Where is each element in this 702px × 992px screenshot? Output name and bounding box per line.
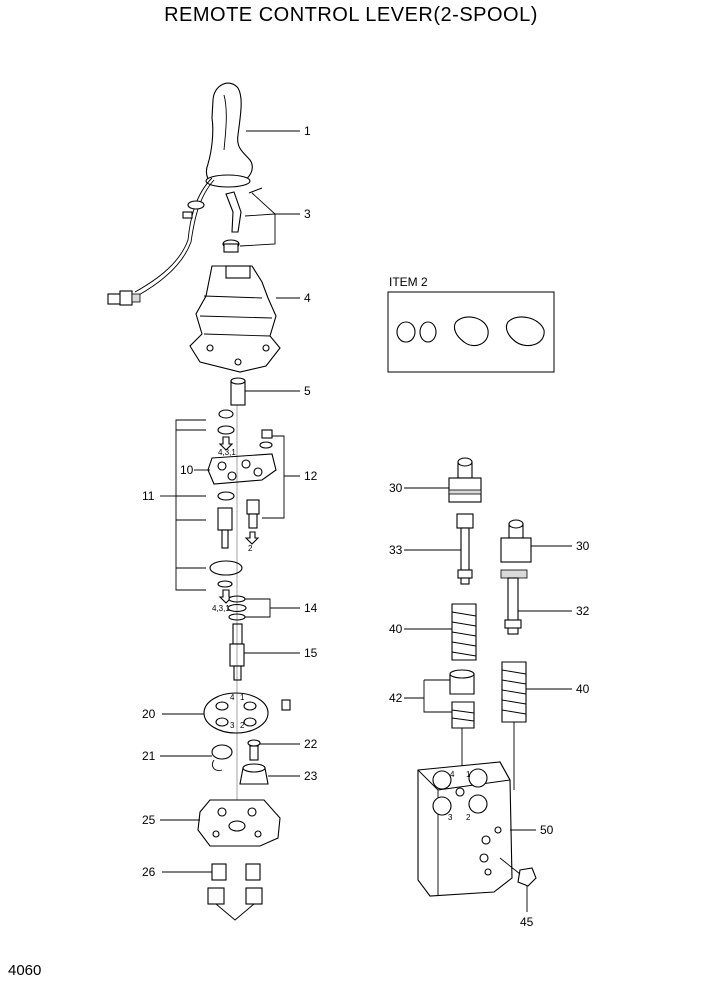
plate-port-4: 4 <box>230 693 235 702</box>
callout-45: 45 <box>520 915 534 929</box>
callout-30-left: 30 <box>389 481 403 495</box>
valve-body <box>417 761 536 897</box>
page-title: REMOTE CONTROL LEVER(2-SPOOL) <box>164 4 538 26</box>
callout-32: 32 <box>576 604 590 618</box>
port-plate <box>162 692 291 734</box>
callout-14: 14 <box>304 601 318 615</box>
callout-4: 4 <box>304 291 311 305</box>
callout-22: 22 <box>304 737 318 751</box>
callout-15: 15 <box>304 646 318 660</box>
callout-20: 20 <box>142 707 156 721</box>
callout-21: 21 <box>142 749 156 763</box>
casing <box>160 799 281 847</box>
spool-assembly-right <box>500 519 572 790</box>
page-number: 4060 <box>8 962 42 979</box>
pin-and-shaft <box>222 187 300 253</box>
universal-joint <box>230 377 300 406</box>
callout-40-right: 40 <box>576 682 590 696</box>
callout-40-left: 40 <box>389 622 403 636</box>
callout-25: 25 <box>142 813 156 827</box>
handle-grip <box>205 82 300 188</box>
callout-5: 5 <box>304 384 311 398</box>
callout-12: 12 <box>304 469 318 483</box>
callout-30-right: 30 <box>576 539 590 553</box>
callout-1: 1 <box>304 124 311 138</box>
callout-23: 23 <box>304 769 318 783</box>
plate-port-1: 1 <box>240 693 245 702</box>
plate-port-3: 3 <box>230 721 235 730</box>
port-label-lower-431: 4,3,1 <box>212 604 230 613</box>
rubber-boot <box>189 265 300 373</box>
plate-port-2: 2 <box>240 721 245 730</box>
piston-assembly <box>218 589 300 681</box>
callout-10: 10 <box>180 463 194 477</box>
callout-26: 26 <box>142 865 156 879</box>
callout-3: 3 <box>304 207 311 221</box>
callout-11: 11 <box>142 489 155 503</box>
seal-and-bushing <box>160 739 300 785</box>
item-2-label: ITEM 2 <box>389 275 428 289</box>
plug <box>499 857 537 912</box>
port-label-upper-431: 4,3,1 <box>218 448 236 457</box>
cam-plate-assembly <box>160 409 300 591</box>
item-2-inset <box>387 291 555 373</box>
cable-harness <box>107 177 215 306</box>
spool-assembly-left <box>404 457 482 770</box>
callout-50: 50 <box>540 823 554 837</box>
bushings <box>162 863 263 921</box>
body-port-2: 2 <box>466 813 471 822</box>
body-port-3: 3 <box>448 813 453 822</box>
body-port-1: 1 <box>466 770 471 779</box>
callout-42: 42 <box>389 691 403 705</box>
callout-33: 33 <box>389 543 403 557</box>
port-label-upper-2: 2 <box>248 544 253 553</box>
body-port-4: 4 <box>450 770 455 779</box>
